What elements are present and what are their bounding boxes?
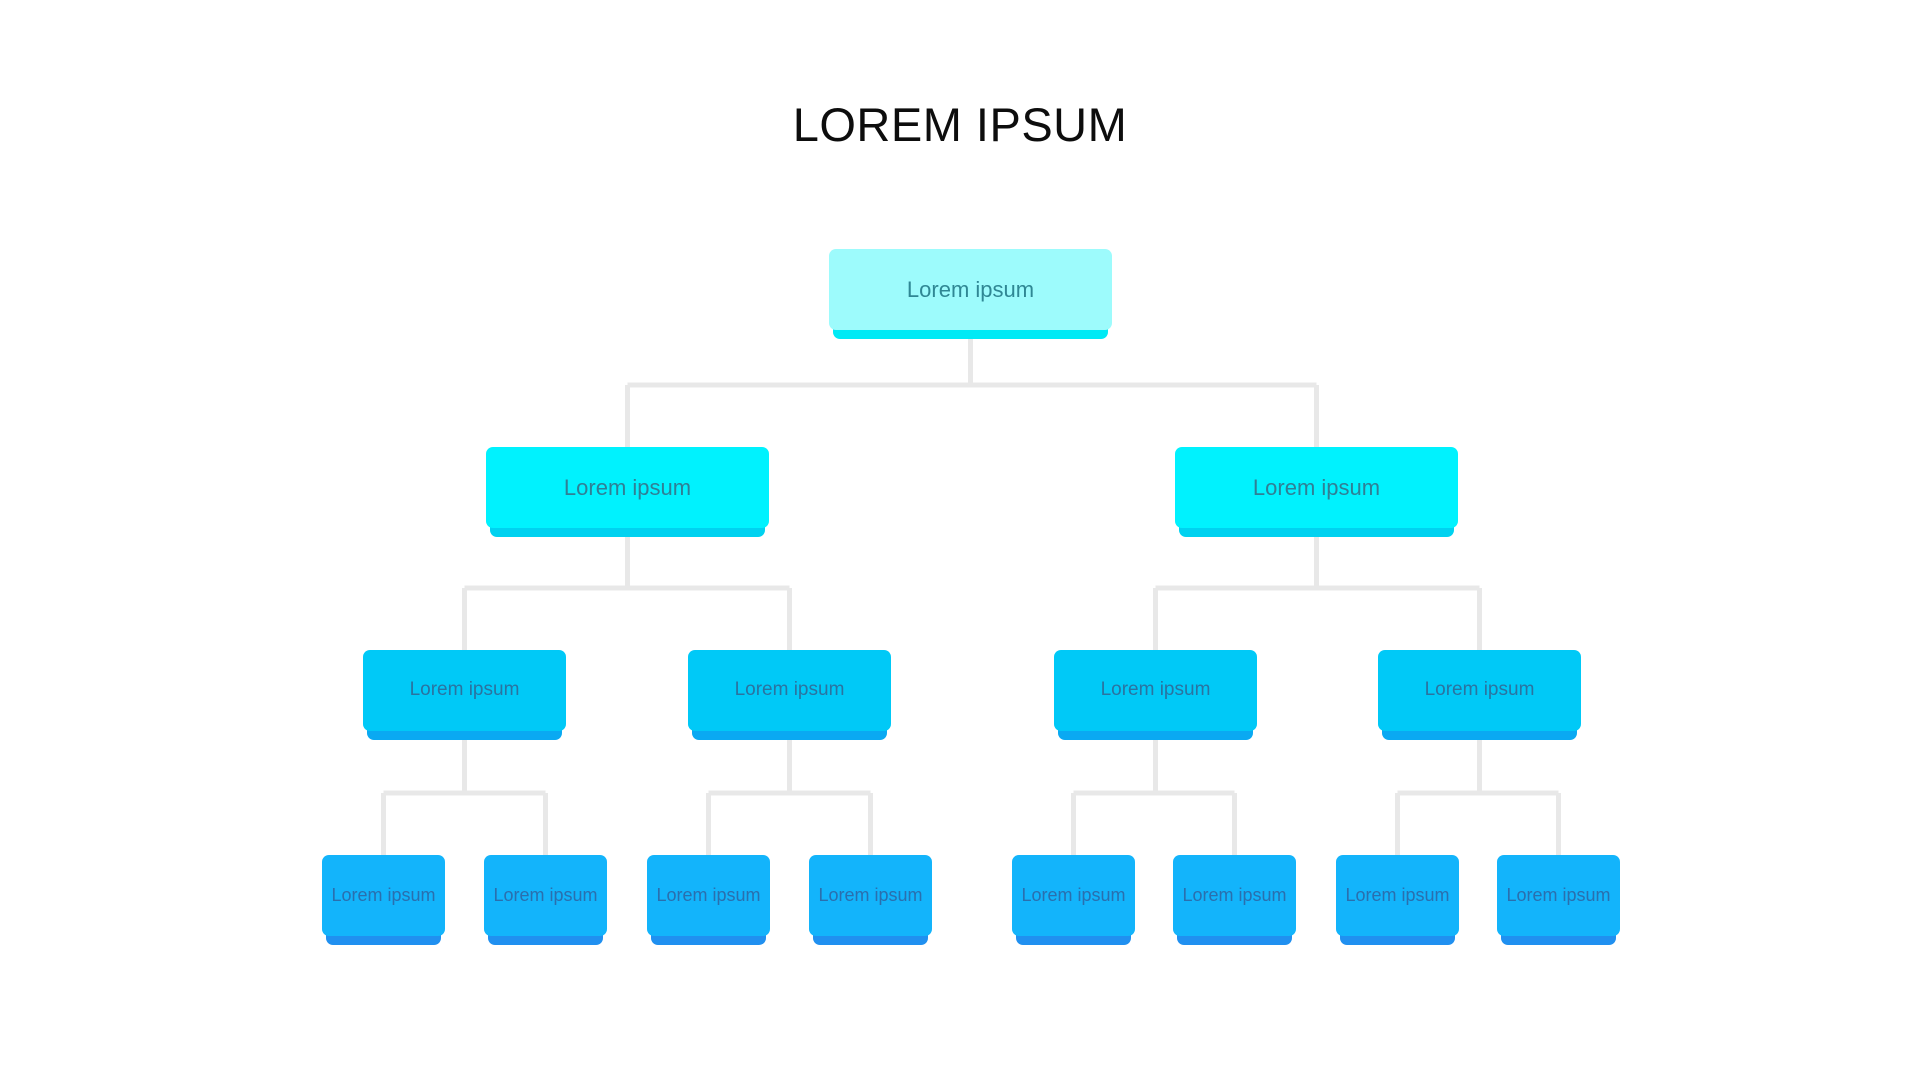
node-label: Lorem ipsum <box>1100 679 1211 701</box>
node-label: Lorem ipsum <box>563 474 692 500</box>
node-card[interactable]: Lorem ipsum <box>829 249 1112 330</box>
node-label: Lorem ipsum <box>818 884 923 905</box>
node-card[interactable]: Lorem ipsum <box>1012 855 1135 936</box>
node-label: Lorem ipsum <box>656 884 761 905</box>
node-label: Lorem ipsum <box>1182 884 1287 905</box>
node-label: Lorem ipsum <box>906 276 1035 302</box>
node-card[interactable]: Lorem ipsum <box>1175 447 1458 528</box>
node-label: Lorem ipsum <box>493 884 598 905</box>
node-label: Lorem ipsum <box>734 679 845 701</box>
node-card[interactable]: Lorem ipsum <box>484 855 607 936</box>
node-card[interactable]: Lorem ipsum <box>1378 650 1581 731</box>
node-card[interactable]: Lorem ipsum <box>1497 855 1620 936</box>
node-label: Lorem ipsum <box>1506 884 1611 905</box>
page-title: LOREM IPSUM <box>792 98 1128 151</box>
node-label: Lorem ipsum <box>1424 679 1535 701</box>
node-card[interactable]: Lorem ipsum <box>809 855 932 936</box>
node-card[interactable]: Lorem ipsum <box>1336 855 1459 936</box>
node-label: Lorem ipsum <box>409 679 520 701</box>
node-card[interactable]: Lorem ipsum <box>322 855 445 936</box>
node-card[interactable]: Lorem ipsum <box>486 447 769 528</box>
node-card[interactable]: Lorem ipsum <box>647 855 770 936</box>
node-label: Lorem ipsum <box>331 884 436 905</box>
node-card[interactable]: Lorem ipsum <box>1054 650 1257 731</box>
node-card[interactable]: Lorem ipsum <box>1173 855 1296 936</box>
node-label: Lorem ipsum <box>1252 474 1381 500</box>
node-card[interactable]: Lorem ipsum <box>688 650 891 731</box>
node-card[interactable]: Lorem ipsum <box>363 650 566 731</box>
node-label: Lorem ipsum <box>1345 884 1450 905</box>
node-label: Lorem ipsum <box>1021 884 1126 905</box>
